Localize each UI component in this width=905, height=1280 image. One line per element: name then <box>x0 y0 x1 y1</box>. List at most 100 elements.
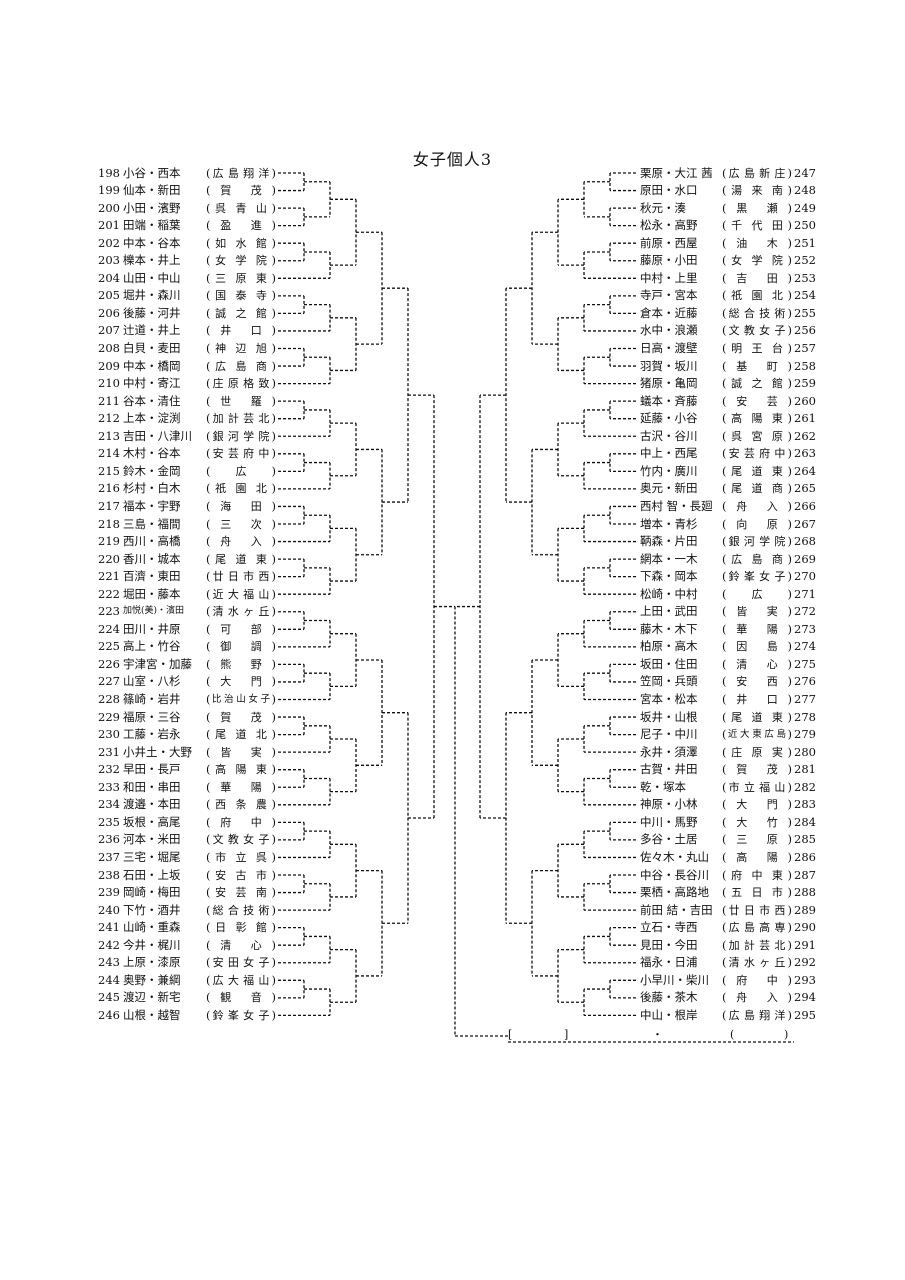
entry-number: 295 <box>794 1007 816 1022</box>
player-names: 小早川・柴川 <box>640 972 709 987</box>
entry-number: 294 <box>794 990 816 1005</box>
entry-number: 292 <box>794 955 816 970</box>
player-names: 山崎・重森 <box>123 920 181 935</box>
entry-number: 221 <box>98 569 120 584</box>
player-names: 高上・竹谷 <box>123 639 181 654</box>
entry-number: 246 <box>98 1007 120 1022</box>
school-name: (皆実) <box>722 604 792 619</box>
entry-number: 240 <box>98 902 120 917</box>
player-names: 木村・谷本 <box>123 446 181 461</box>
player-names: 福永・日浦 <box>640 955 698 970</box>
school-name: (清心) <box>206 937 276 952</box>
player-names: 小谷・西本 <box>123 165 181 180</box>
player-names: 延藤・小谷 <box>640 411 698 426</box>
player-names: 坂根・高尾 <box>123 814 181 829</box>
player-names: 宇津宮・加藤 <box>123 656 192 671</box>
player-names: 中川・馬野 <box>640 814 698 829</box>
player-names: 中村・寄江 <box>123 376 181 391</box>
player-names: 三島・福間 <box>123 516 181 531</box>
school-name: (広) <box>206 463 276 478</box>
player-names: 増本・青杉 <box>640 516 698 531</box>
entry-number: 262 <box>794 428 816 443</box>
entry-number: 251 <box>794 235 816 250</box>
player-names: 羽賀・坂川 <box>640 358 698 373</box>
entry-number: 198 <box>98 165 120 180</box>
player-names: 竹内・廣川 <box>640 463 698 478</box>
school-name: (三原) <box>722 832 792 847</box>
player-names: 福本・宇野 <box>123 498 181 513</box>
entry-number: 291 <box>794 937 816 952</box>
school-name: (高陽東) <box>722 411 792 426</box>
player-names: 中谷・長谷川 <box>640 867 709 882</box>
school-name: (近大福山) <box>206 586 276 601</box>
school-name: (賀茂) <box>722 762 792 777</box>
entry-number: 267 <box>794 516 816 531</box>
winner-close-paren: ) <box>784 1028 789 1041</box>
player-names: 谷本・清住 <box>123 393 181 408</box>
entry-number: 199 <box>98 183 120 198</box>
school-name: (高陽) <box>722 849 792 864</box>
entry-number: 224 <box>98 621 120 636</box>
school-name: (府中) <box>206 814 276 829</box>
player-names: 工藤・岩永 <box>123 727 181 742</box>
player-names: 福原・三谷 <box>123 709 181 724</box>
entry-number: 223 <box>98 604 120 619</box>
school-name: (五日市) <box>722 885 792 900</box>
school-name: (吉田) <box>722 270 792 285</box>
player-names: 中上・西尾 <box>640 446 698 461</box>
school-name: (市立福山) <box>722 779 792 794</box>
entry-number: 258 <box>794 358 816 373</box>
player-names: 加悦(美)・濱田 <box>123 606 185 617</box>
school-name: (三原東) <box>206 270 276 285</box>
school-name: (湯来南) <box>722 183 792 198</box>
player-names: 西川・高橋 <box>123 534 181 549</box>
school-name: (盈進) <box>206 218 276 233</box>
entry-number: 232 <box>98 762 120 777</box>
player-names: 上原・漆原 <box>123 955 181 970</box>
player-names: 乾・塚本 <box>640 779 686 794</box>
player-names: 鈴木・金岡 <box>123 463 181 478</box>
school-name: (黒瀬) <box>722 200 792 215</box>
entry-number: 234 <box>98 797 120 812</box>
entry-number: 285 <box>794 832 816 847</box>
school-name: (日彰館) <box>206 920 276 935</box>
entry-number: 210 <box>98 376 120 391</box>
school-name: (井口) <box>206 323 276 338</box>
player-names: 三宅・堀尾 <box>123 849 181 864</box>
school-name: (皆実) <box>206 744 276 759</box>
entry-number: 277 <box>794 692 816 706</box>
player-names: 永井・須澤 <box>640 744 698 759</box>
school-name: (庄原格致) <box>206 376 276 391</box>
entry-number: 272 <box>794 604 816 619</box>
winner-open-bracket: [ <box>508 1028 513 1041</box>
entry-number: 217 <box>98 498 120 513</box>
school-name: (清水ヶ丘) <box>722 955 792 970</box>
entry-number: 204 <box>98 270 120 285</box>
entry-number: 239 <box>98 885 120 900</box>
player-names: 坂井・山根 <box>640 709 698 724</box>
player-names: 小井土・大野 <box>123 744 192 759</box>
school-name: (向原) <box>722 516 792 531</box>
entry-number: 254 <box>794 288 816 303</box>
player-names: 吉田・八津川 <box>123 428 192 443</box>
player-names: 篠崎・岩井 <box>123 692 181 706</box>
player-names: 藤原・小田 <box>640 253 698 268</box>
player-names: 上本・淀渕 <box>123 411 181 426</box>
school-name: (加計芸北) <box>722 937 792 952</box>
school-name: (府中東) <box>722 867 792 882</box>
school-name: (基町) <box>722 358 792 373</box>
entry-number: 245 <box>98 990 120 1005</box>
school-name: (安芸府中) <box>722 446 792 461</box>
school-name: (賀茂) <box>206 709 276 724</box>
school-name: (可部) <box>206 621 276 636</box>
school-name: (銀河学院) <box>722 534 792 549</box>
player-names: 栗栖・高路地 <box>640 885 709 900</box>
entry-number: 203 <box>98 253 120 268</box>
school-name: (尾道東) <box>206 551 276 566</box>
entry-number: 205 <box>98 288 120 303</box>
entry-number: 230 <box>98 727 120 742</box>
player-names: 日高・渡壁 <box>640 341 698 355</box>
player-names: 奥野・兼綱 <box>123 972 181 987</box>
player-names: 柏原・高木 <box>640 639 698 654</box>
entry-number: 276 <box>794 674 816 689</box>
